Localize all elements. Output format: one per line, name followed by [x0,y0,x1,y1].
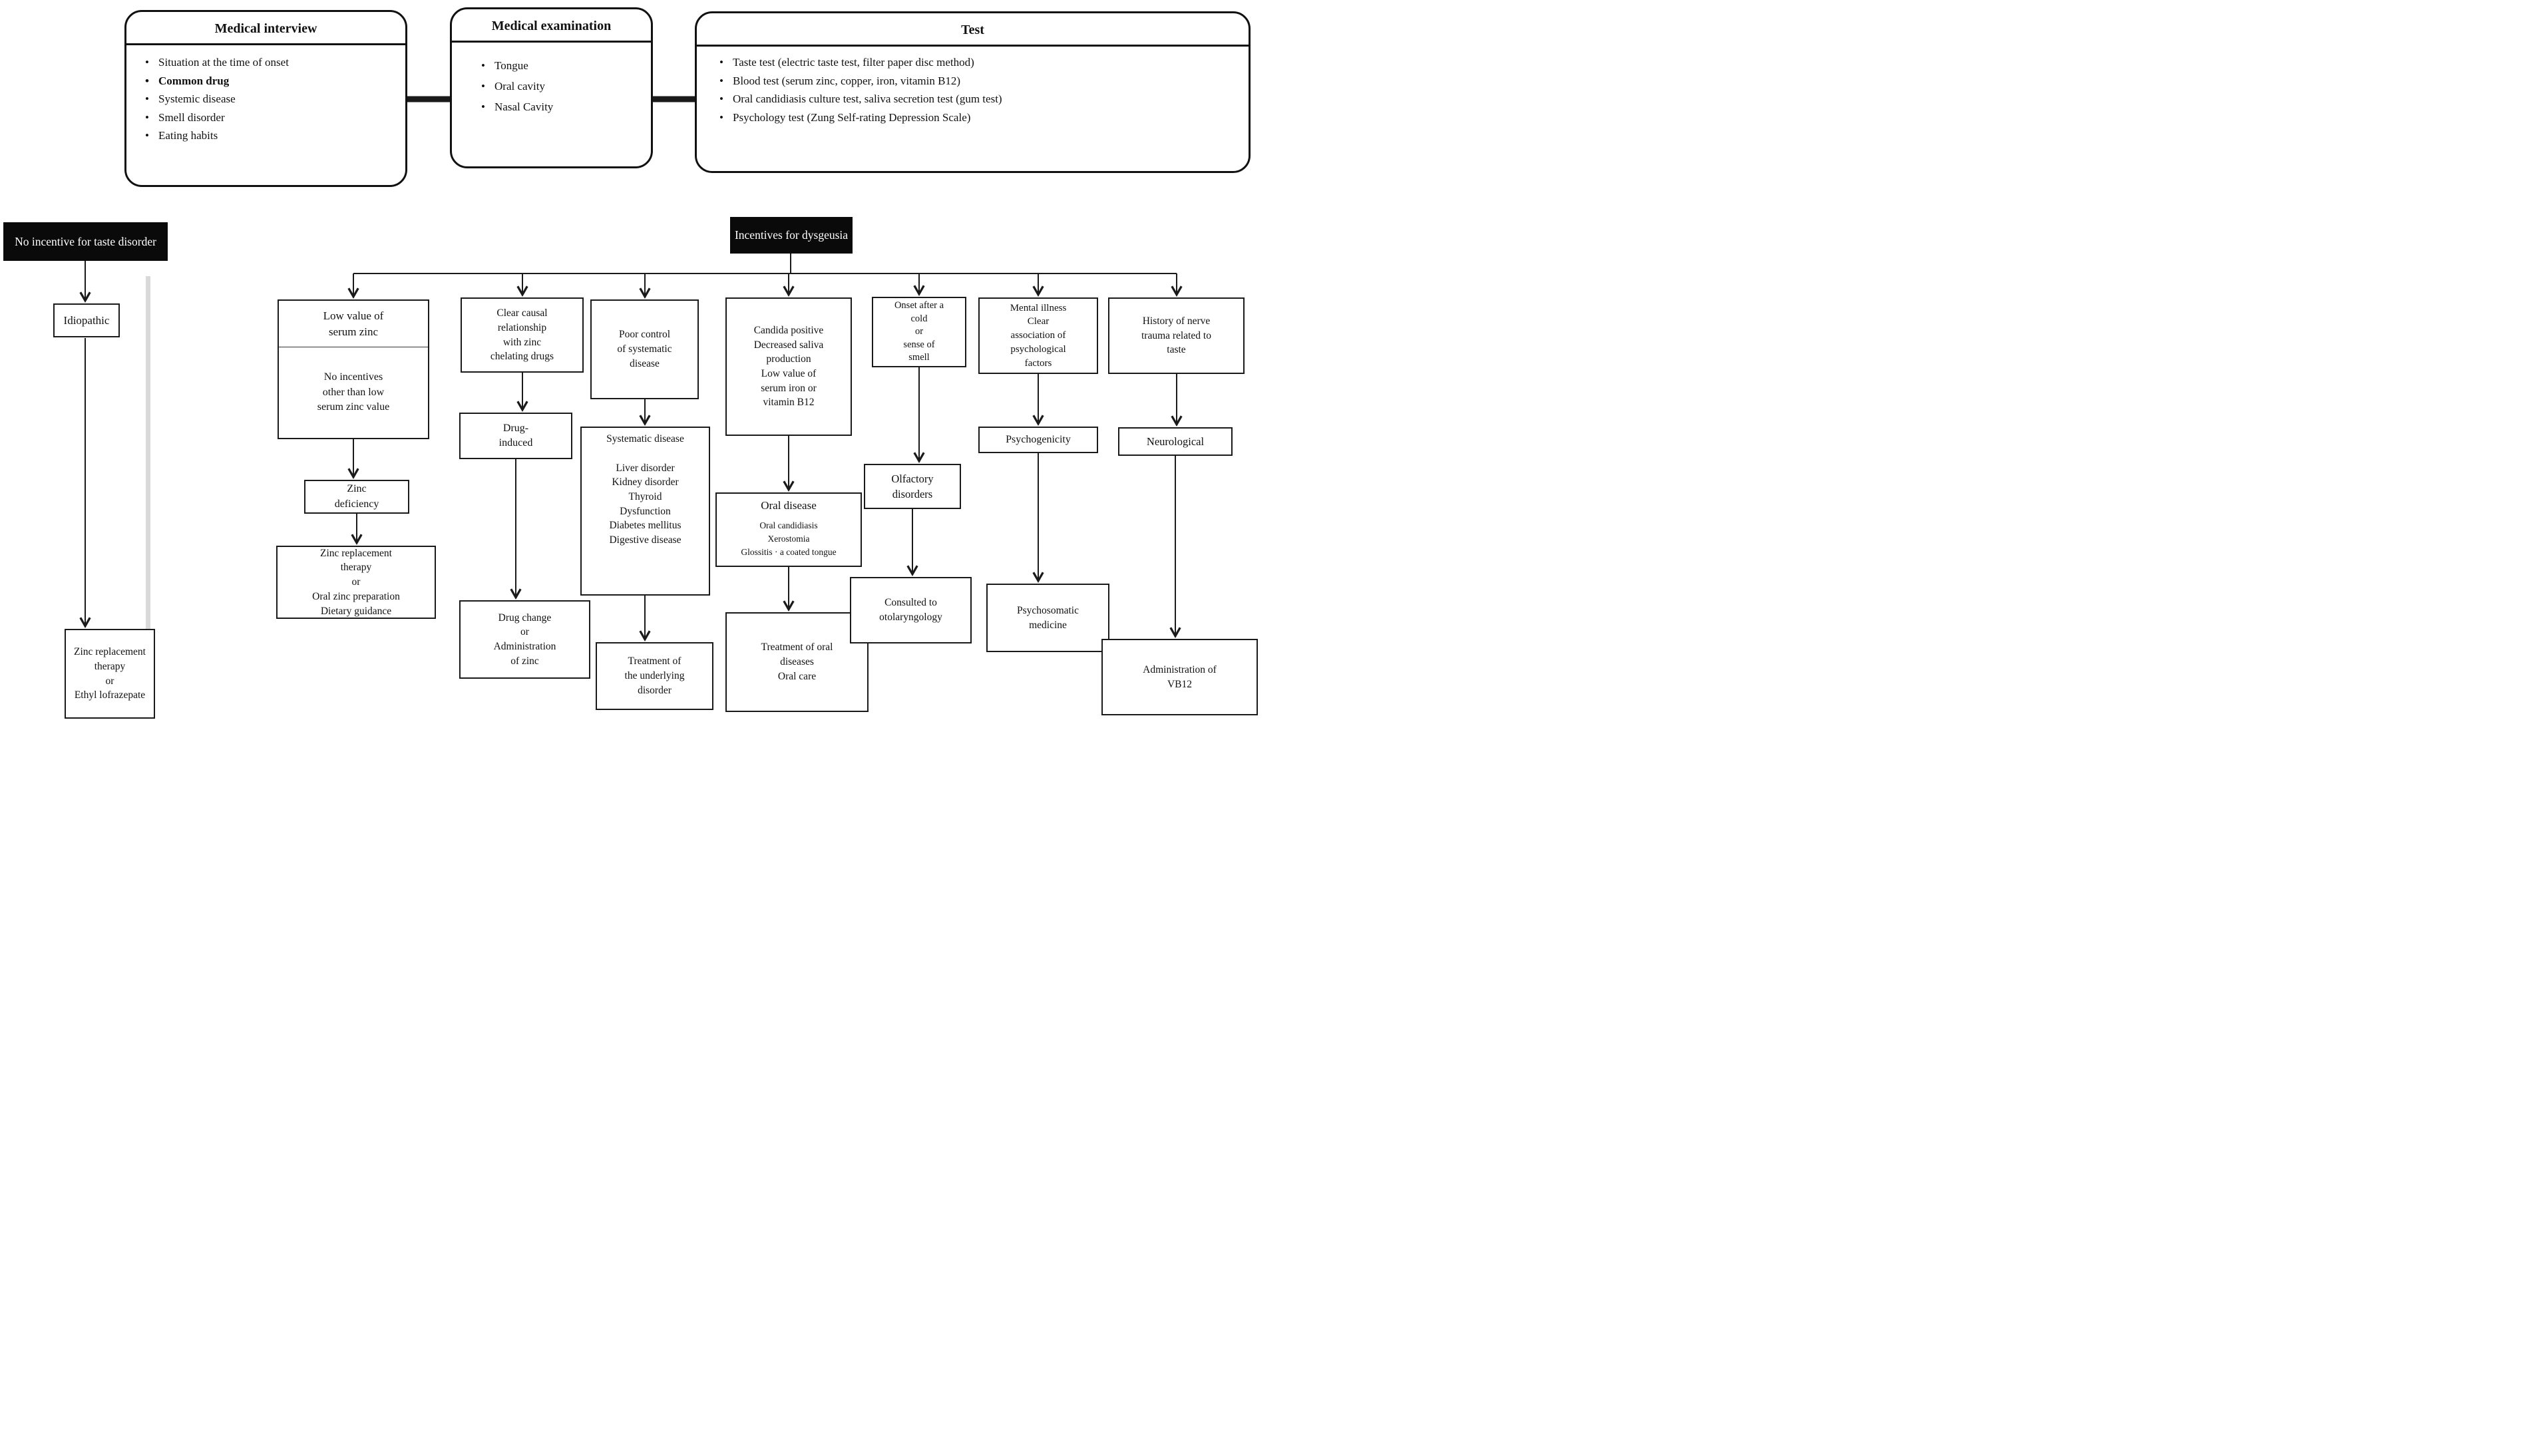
list-item: Systemic disease [144,90,400,108]
col7-diagnosis-box: Neurological [1118,427,1233,456]
col5-diagnosis-box: Olfactory disorders [864,464,961,509]
col1-finding-main: Low value of serum zinc [279,301,428,347]
col4-finding-box: Candida positive Decreased saliva produc… [725,297,852,436]
list-item: Taste test (electric taste test, filter … [718,53,1243,72]
col3-diagnosis-title: Systematic disease [606,433,684,445]
col3-diagnosis-detail: Liver disorder Kidney disorder Thyroid D… [609,462,682,546]
medical-interview-title: Medical interview [126,12,405,45]
col4-diagnosis-title: Oral disease [761,499,817,512]
medical-interview-list: Situation at the time of onset Common dr… [144,53,400,145]
list-item: Situation at the time of onset [144,53,400,72]
col3-finding-box: Poor control of systematic disease [590,299,699,399]
list-item: Nasal Cavity [480,97,646,118]
list-item: Common drug [144,72,400,91]
col5-treatment-box: Consulted to otolaryngology [850,577,972,643]
col6-treatment-box: Psychosomatic medicine [986,584,1109,652]
col1-diagnosis-box: Zinc deficiency [304,480,409,514]
col1-finding-detail: No incentives other than low serum zinc … [317,371,390,413]
col6-diagnosis-box: Psychogenicity [978,427,1098,453]
idiopathic-box: Idiopathic [53,303,120,337]
medical-examination-list: Tongue Oral cavity Nasal Cavity [480,56,646,118]
no-incentive-treatment-box: Zinc replacement therapy or Ethyl lofraz… [65,629,155,719]
col2-finding-box: Clear causal relationship with zinc chel… [461,297,584,373]
dysgeusia-flowchart: Medical interview Situation at the time … [0,0,1266,728]
col4-diagnosis-box: Oral disease Oral candidiasis Xerostomia… [715,492,862,567]
medical-examination-panel: Medical examination Tongue Oral cavity N… [450,7,653,168]
medical-interview-panel: Medical interview Situation at the time … [124,10,407,187]
list-item: Oral candidiasis culture test, saliva se… [718,90,1243,108]
medical-examination-title: Medical examination [452,9,651,43]
branch-divider-bar [146,276,150,689]
no-incentive-header: No incentive for taste disorder [3,222,168,261]
test-title: Test [697,13,1249,47]
col1-treatment-box: Zinc replacement therapy or Oral zinc pr… [276,546,436,619]
list-item: Blood test (serum zinc, copper, iron, vi… [718,72,1243,91]
col1-finding-box: Low value of serum zinc No incentives ot… [278,299,429,439]
col7-treatment-box: Administration of VB12 [1101,639,1258,715]
col6-finding-box: Mental illness Clear association of psyc… [978,297,1098,374]
col3-treatment-box: Treatment of the underlying disorder [596,642,713,710]
col2-diagnosis-box: Drug- induced [459,413,572,459]
test-panel: Test Taste test (electric taste test, fi… [695,11,1251,173]
list-item: Smell disorder [144,108,400,127]
col5-finding-box: Onset after a cold or sense of smell [872,297,966,367]
incentives-header: Incentives for dysgeusia [730,217,853,254]
col7-finding-box: History of nerve trauma related to taste [1108,297,1245,374]
list-item: Psychology test (Zung Self-rating Depres… [718,108,1243,127]
list-item: Eating habits [144,126,400,145]
col4-treatment-box: Treatment of oral diseases Oral care [725,612,869,712]
col2-treatment-box: Drug change or Administration of zinc [459,600,590,679]
col4-diagnosis-detail: Oral candidiasis Xerostomia Glossitis · … [741,520,837,558]
test-list: Taste test (electric taste test, filter … [718,53,1243,126]
list-item: Oral cavity [480,77,646,97]
col3-diagnosis-box: Systematic disease Liver disorder Kidney… [580,427,710,596]
list-item: Tongue [480,56,646,77]
